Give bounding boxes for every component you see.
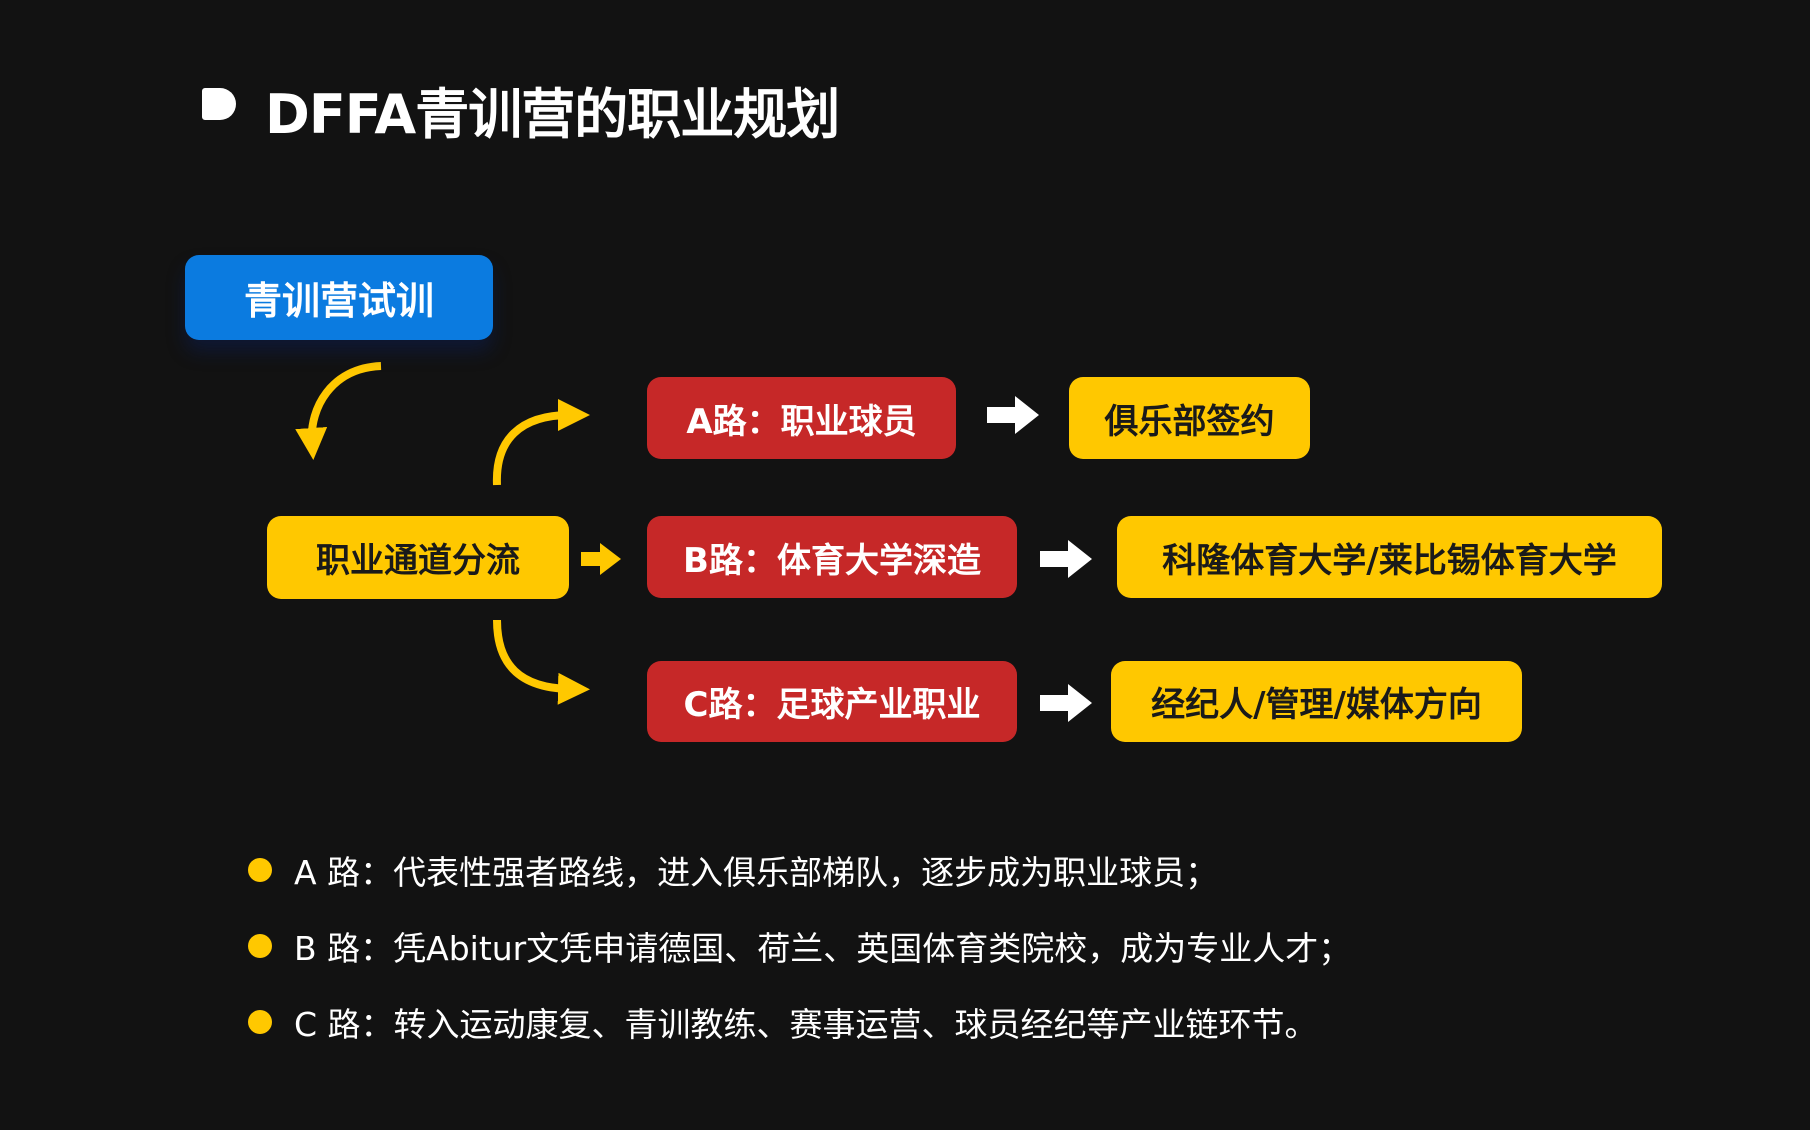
note-text: C 路：转入运动康复、青训教练、赛事运营、球员经纪等产业链环节。 <box>294 1005 1318 1044</box>
start-box-trial: 青训营试训 <box>185 255 493 340</box>
page-title: DFFA青训营的职业规划 <box>265 83 840 146</box>
curved-arrow-down-icon <box>295 362 382 460</box>
bullet-dot-icon <box>248 1010 272 1034</box>
split-box: 职业通道分流 <box>267 516 569 599</box>
path-c-outcome: 经纪人/管理/媒体方向 <box>1111 661 1522 742</box>
note-item: C 路：转入运动康复、青训教练、赛事运营、球员经纪等产业链环节。 <box>248 998 1318 1046</box>
note-item: A 路：代表性强者路线，进入俱乐部梯队，逐步成为职业球员； <box>248 846 1218 894</box>
title-bullet-icon <box>202 88 236 120</box>
arrow-right-icon <box>1040 684 1092 722</box>
bullet-dot-icon <box>248 858 272 882</box>
bullet-dot-icon <box>248 934 272 958</box>
path-b-box: B路：体育大学深造 <box>647 516 1017 598</box>
arrow-right-icon <box>1040 540 1092 578</box>
arrow-right-icon <box>987 396 1039 434</box>
curved-arrow-down-right-icon <box>493 619 590 705</box>
path-c-box: C路：足球产业职业 <box>647 661 1017 742</box>
note-text: A 路：代表性强者路线，进入俱乐部梯队，逐步成为职业球员； <box>294 853 1219 892</box>
path-a-box: A路：职业球员 <box>647 377 956 459</box>
note-text: B 路：凭Abitur文凭申请德国、荷兰、英国体育类院校，成为专业人才； <box>294 929 1352 968</box>
path-a-outcome: 俱乐部签约 <box>1069 377 1310 459</box>
arrow-right-icon <box>581 543 621 575</box>
curved-arrow-up-right-icon <box>492 399 590 486</box>
note-item: B 路：凭Abitur文凭申请德国、荷兰、英国体育类院校，成为专业人才； <box>248 922 1351 970</box>
path-b-outcome: 科隆体育大学/莱比锡体育大学 <box>1117 516 1662 598</box>
